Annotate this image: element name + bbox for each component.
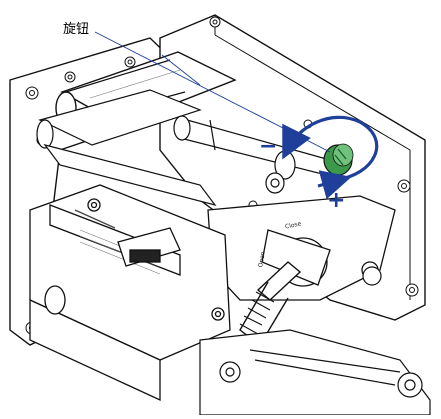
callout-leader [94, 31, 331, 153]
green-knob [323, 143, 354, 176]
knob-callout-label: 旋钮 [63, 22, 90, 37]
minus-sign: − [259, 134, 278, 159]
bottom-mechanism [199, 329, 431, 416]
lower-rollers [36, 89, 217, 207]
rotation-arrow [282, 115, 379, 182]
right-bolt [362, 266, 382, 286]
printhead-assembly [29, 184, 231, 402]
plus-sign: + [327, 188, 346, 213]
